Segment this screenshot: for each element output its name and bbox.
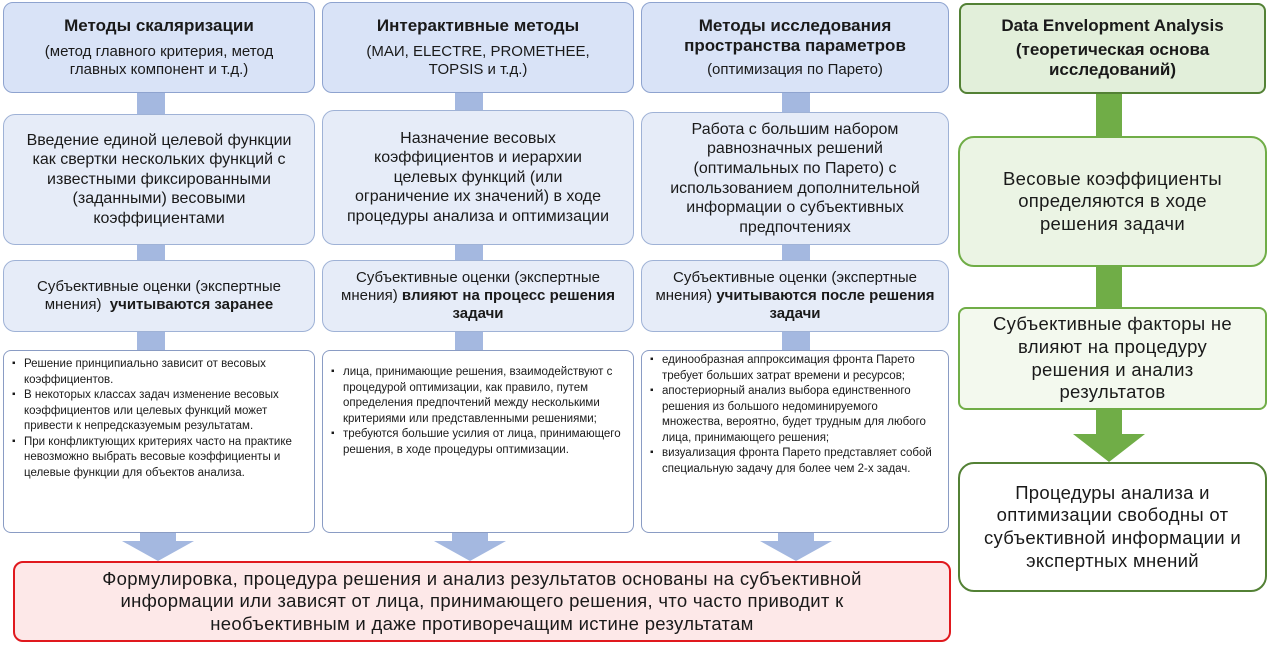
- connector-col2-c: [455, 331, 483, 351]
- dea-subtitle: (теоретическая основа исследований): [1015, 39, 1210, 80]
- col3-description: Работа с большим набором равнозначных ре…: [641, 112, 949, 245]
- col2-description: Назначение весовых коэффициентов и иерар…: [322, 110, 634, 245]
- col2-subjective-plain: Субъективные оценки (экспертные мнения): [341, 268, 600, 304]
- list-item: В некоторых классах задач изменение весо…: [12, 388, 306, 435]
- list-item: Решение принципиально зависит от весовых…: [12, 357, 306, 388]
- col3-title: Методы исследования пространства парамет…: [684, 15, 906, 56]
- col1-description: Введение единой целевой функции как свер…: [3, 114, 315, 245]
- col1-header: Методы скаляризации (метод главного крит…: [3, 2, 315, 93]
- list-item: лица, принимающие решения, взаимодейству…: [331, 365, 625, 427]
- dea-title: Data Envelopment Analysis: [1001, 15, 1224, 35]
- connector-col2-a: [455, 93, 483, 111]
- col3-subjective-bold: учитываются после решения задачи: [716, 286, 935, 323]
- col3-description-text: Работа с большим набором равнозначных ре…: [670, 120, 920, 236]
- connector-col3-c: [782, 331, 810, 351]
- down-arrow-col2: [434, 533, 506, 561]
- list-item: единообразная аппроксимация фронта Парет…: [650, 353, 940, 384]
- col2-subjective-bold: влияют на процесс решения задачи: [401, 286, 615, 323]
- col1-subjective-plain: Субъективные оценки (экспертные мнения): [37, 277, 281, 313]
- dea-connector-1: [1096, 94, 1122, 136]
- dea-box-factors-text: Субъективные факторы не влияют на процед…: [992, 313, 1233, 403]
- connector-col3-a: [782, 93, 810, 113]
- dea-box-free-text: Процедуры анализа и оптимизации свободны…: [983, 481, 1242, 571]
- col1-bullets: Решение принципиально зависит от весовых…: [3, 350, 315, 533]
- dea-box-factors: Субъективные факторы не влияют на процед…: [958, 307, 1267, 410]
- col3-subjective-plain: Субъективные оценки (экспертные мнения): [655, 268, 917, 304]
- col1-title: Методы скаляризации: [64, 15, 254, 35]
- conclusion-box: Формулировка, процедура решения и анализ…: [13, 561, 951, 642]
- dea-box-weights: Весовые коэффициенты определяются в ходе…: [958, 136, 1267, 267]
- connector-col1-c: [137, 331, 165, 351]
- col2-title: Интерактивные методы: [376, 15, 580, 35]
- col2-header: Интерактивные методы (МАИ, ELECTRE, PROM…: [322, 2, 634, 93]
- col2-bullets: лица, принимающие решения, взаимодейству…: [322, 350, 634, 533]
- col3-subtitle: (оптимизация по Парето): [707, 61, 883, 79]
- conclusion-text: Формулировка, процедура решения и анализ…: [102, 567, 862, 634]
- col2-subtitle: (МАИ, ELECTRE, PROMETHEE, TOPSIS и т.д.): [366, 42, 590, 78]
- down-arrow-col1: [122, 533, 194, 561]
- col2-subjective: Субъективные оценки (экспертные мнения) …: [322, 260, 634, 332]
- list-item: При конфликтующих критериях часто на пра…: [12, 435, 306, 482]
- dea-box-weights-text: Весовые коэффициенты определяются в ходе…: [1003, 167, 1222, 234]
- col1-description-text: Введение единой целевой функции как свер…: [26, 131, 292, 227]
- connector-col2-b: [455, 244, 483, 260]
- dea-connector-2: [1096, 267, 1122, 307]
- connector-col3-b: [782, 244, 810, 260]
- connector-col1-a: [137, 93, 165, 115]
- dea-box-free: Процедуры анализа и оптимизации свободны…: [958, 462, 1267, 592]
- list-item: апостериорный анализ выбора единственног…: [650, 384, 940, 446]
- list-item: требуются большие усилия от лица, приним…: [331, 427, 625, 458]
- col3-header: Методы исследования пространства парамет…: [641, 2, 949, 93]
- col2-description-text: Назначение весовых коэффициентов и иерар…: [347, 129, 609, 225]
- dea-header: Data Envelopment Analysis (теоретическая…: [959, 3, 1266, 94]
- down-arrow-col3: [760, 533, 832, 561]
- col3-subjective: Субъективные оценки (экспертные мнения) …: [641, 260, 949, 332]
- col1-subjective: Субъективные оценки (экспертные мнения) …: [3, 260, 315, 332]
- col1-subtitle: (метод главного критерия, метод главных …: [44, 42, 274, 78]
- list-item: визуализация фронта Парето представляет …: [650, 446, 940, 477]
- col3-bullets: единообразная аппроксимация фронта Парет…: [641, 350, 949, 533]
- col1-subjective-bold: учитываются заранее: [109, 296, 274, 313]
- dea-down-arrow: [1073, 410, 1145, 462]
- connector-col1-b: [137, 244, 165, 260]
